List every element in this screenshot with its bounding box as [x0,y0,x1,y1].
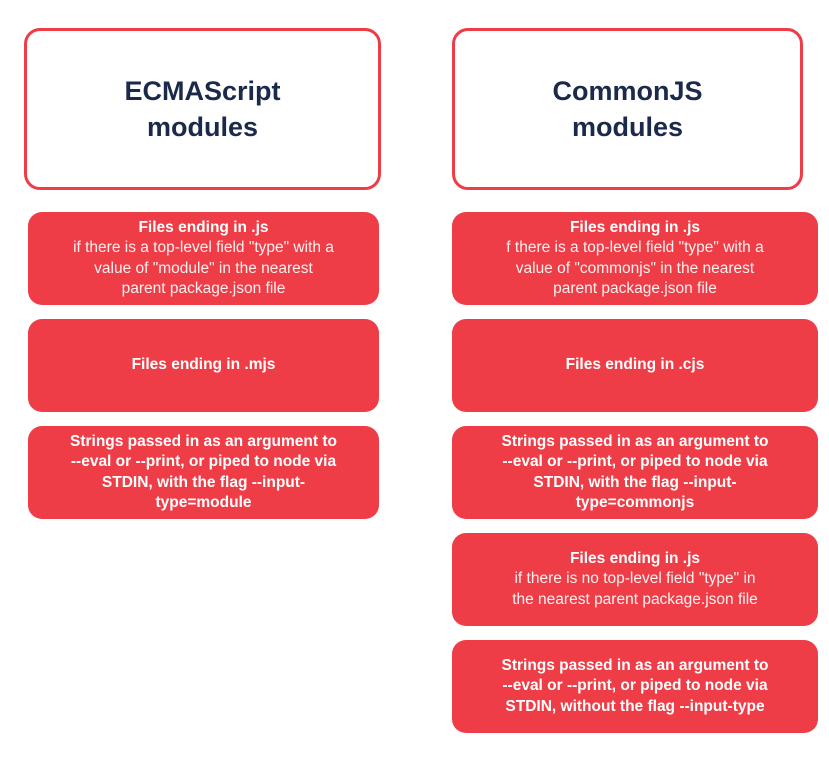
cjs-header-card: CommonJS modules [452,28,803,190]
esm-box-mjs: Files ending in .mjs [28,319,379,412]
esm-header-card: ECMAScript modules [24,28,381,190]
card-title: Files ending in .mjs [131,356,276,374]
card-title: Files ending in .js [569,549,701,567]
card-body: f there is a top-level field "type" with… [506,239,764,297]
cjs-box-cjs: Files ending in .cjs [452,319,818,412]
card-title: Files ending in .js [138,218,269,236]
card-title: Files ending in .js [569,218,701,236]
cjs-box-js-no-type: Files ending in .js if there is no top-l… [452,533,818,626]
esm-header-title: ECMAScript modules [124,75,281,142]
card-body: if there is no top-level field "type" in… [512,570,758,608]
cjs-box-js-type-commonjs: Files ending in .js f there is a top-lev… [452,212,818,305]
cjs-box-strings-input-type: Strings passed in as an argument to --ev… [452,426,818,519]
card-title: Strings passed in as an argument to --ev… [501,656,769,715]
esm-box-js-type-module: Files ending in .js if there is a top-le… [28,212,379,305]
card-title: Files ending in .cjs [565,356,705,374]
cjs-header-title: CommonJS modules [552,75,703,142]
cjs-box-strings-no-input-type: Strings passed in as an argument to --ev… [452,640,818,733]
cjs-column: CommonJS modules Files ending in .js f t… [452,28,818,747]
esm-column: ECMAScript modules Files ending in .js i… [24,28,381,533]
esm-box-strings-input-type: Strings passed in as an argument to --ev… [28,426,379,519]
card-title: Strings passed in as an argument to --ev… [501,432,769,511]
card-body: if there is a top-level field "type" wit… [73,239,334,297]
card-title: Strings passed in as an argument to --ev… [69,432,337,511]
